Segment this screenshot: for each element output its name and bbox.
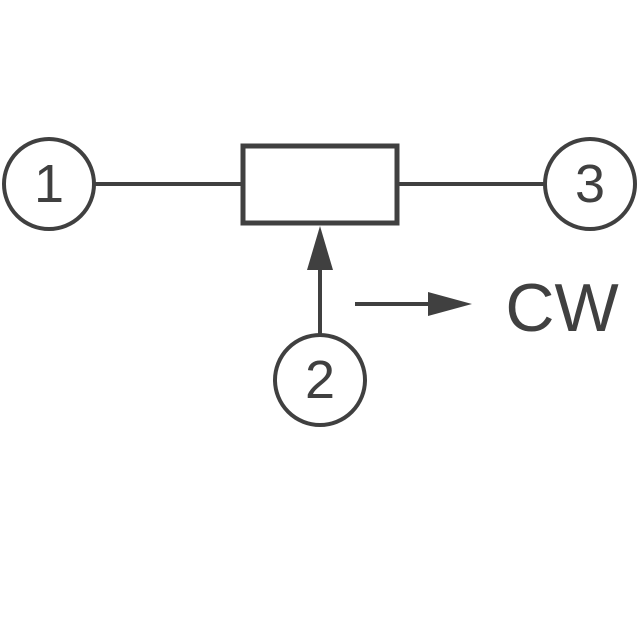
terminal-2: 2 bbox=[273, 333, 367, 427]
terminal-3-circle bbox=[543, 137, 637, 231]
cw-arrow-head bbox=[428, 292, 472, 316]
cw-direction-label: CW bbox=[505, 270, 618, 346]
terminal-2-circle bbox=[273, 333, 367, 427]
terminal-3-label: 3 bbox=[575, 154, 605, 214]
terminal-1: 1 bbox=[2, 137, 96, 231]
terminal-3: 3 bbox=[543, 137, 637, 231]
terminal-1-label: 1 bbox=[34, 154, 64, 214]
terminal-1-circle bbox=[2, 137, 96, 231]
wiper-arrowhead bbox=[307, 226, 333, 270]
terminal-2-label: 2 bbox=[305, 350, 335, 410]
resistor-body bbox=[240, 143, 400, 226]
